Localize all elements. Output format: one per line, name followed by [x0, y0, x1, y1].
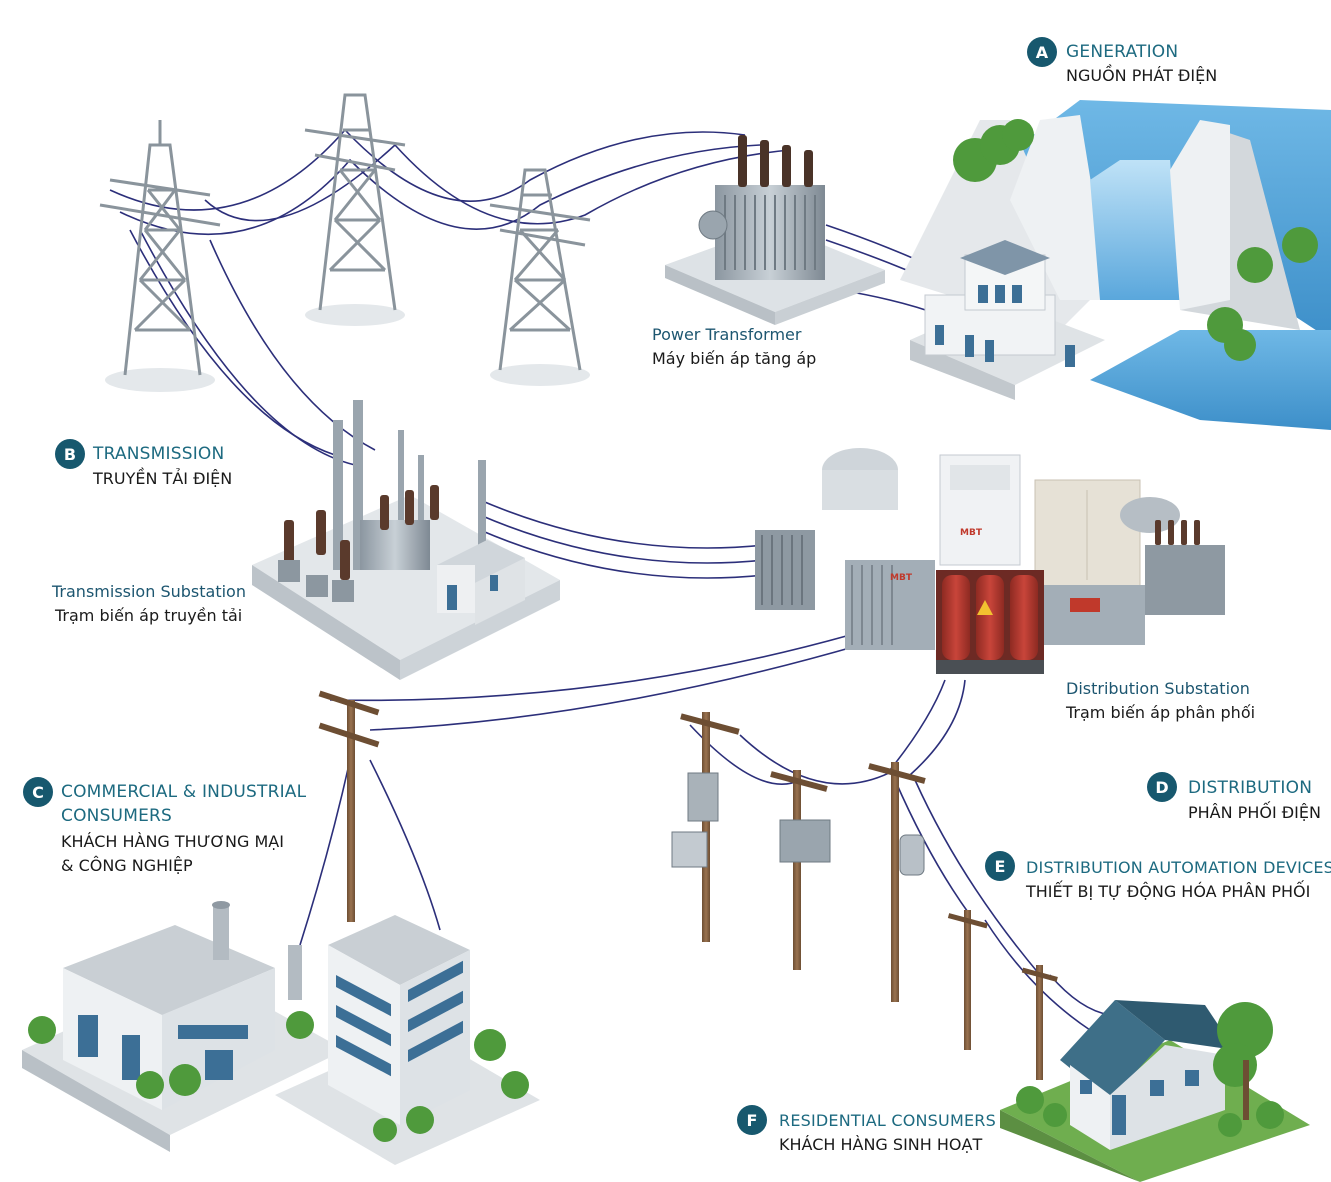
power-transformer-subtitle: Máy biến áp tăng áp — [652, 349, 817, 368]
transmission-title: TRANSMISSION — [93, 444, 225, 464]
pole-r2 — [1021, 965, 1058, 1080]
transmission-towers — [99, 93, 591, 392]
automation-subtitle: THIẾT BỊ TỰ ĐỘNG HÓA PHÂN PHỐI — [1026, 882, 1311, 901]
power-transformer-title: Power Transformer — [652, 325, 802, 344]
distribution-subtitle: PHÂN PHỐI ĐIỆN — [1188, 803, 1321, 822]
automation-title: DISTRIBUTION AUTOMATION DEVICES — [1026, 858, 1331, 877]
badge-b: B — [55, 439, 85, 469]
pole-d1 — [671, 712, 740, 942]
transmission-substation-title: Transmission Substation — [52, 582, 246, 601]
pole-d2 — [770, 770, 831, 970]
badge-a: A — [1027, 37, 1057, 67]
svg-text:MBT: MBT — [960, 528, 983, 538]
residential-house — [1000, 1000, 1310, 1182]
transmission-subtitle: TRUYỀN TẢI ĐIỆN — [93, 469, 233, 488]
power-transformer — [665, 135, 885, 325]
badge-f: F — [737, 1105, 767, 1135]
distribution-poles — [318, 690, 1058, 1080]
pole-commercial — [318, 690, 380, 922]
distribution-substation: MBT MBT — [755, 448, 1225, 674]
pole-d3 — [868, 762, 926, 1002]
badge-c: C — [23, 777, 53, 807]
transmission-substation — [252, 400, 560, 680]
tower-1 — [99, 120, 221, 392]
tower-3 — [489, 168, 591, 386]
badge-d: D — [1147, 772, 1177, 802]
mbt-logo: MBT — [890, 573, 913, 583]
generation-subtitle: NGUỒN PHÁT ĐIỆN — [1066, 66, 1218, 85]
residential-title: RESIDENTIAL CONSUMERS — [779, 1111, 996, 1130]
distribution-substation-subtitle: Trạm biến áp phân phối — [1066, 703, 1256, 722]
distribution-title: DISTRIBUTION — [1188, 778, 1313, 798]
commercial-subtitle-line2: & CÔNG NGHIỆP — [61, 856, 193, 875]
generation-title: GENERATION — [1066, 42, 1179, 62]
commercial-subtitle-line1: KHÁCH HÀNG THƯƠNG MẠI — [61, 832, 284, 851]
residential-subtitle: KHÁCH HÀNG SINH HOẠT — [779, 1135, 983, 1154]
badge-e: E — [985, 851, 1015, 881]
hydro-dam — [900, 100, 1331, 430]
commercial-title-line2: CONSUMERS — [61, 806, 173, 826]
tower-2 — [304, 93, 406, 326]
commercial-title-line1: COMMERCIAL & INDUSTRIAL — [61, 782, 307, 802]
commercial-industrial-buildings — [22, 901, 540, 1165]
transmission-substation-subtitle: Trạm biến áp truyền tải — [55, 606, 243, 625]
pole-r1 — [947, 910, 988, 1050]
distribution-substation-title: Distribution Substation — [1066, 679, 1250, 698]
